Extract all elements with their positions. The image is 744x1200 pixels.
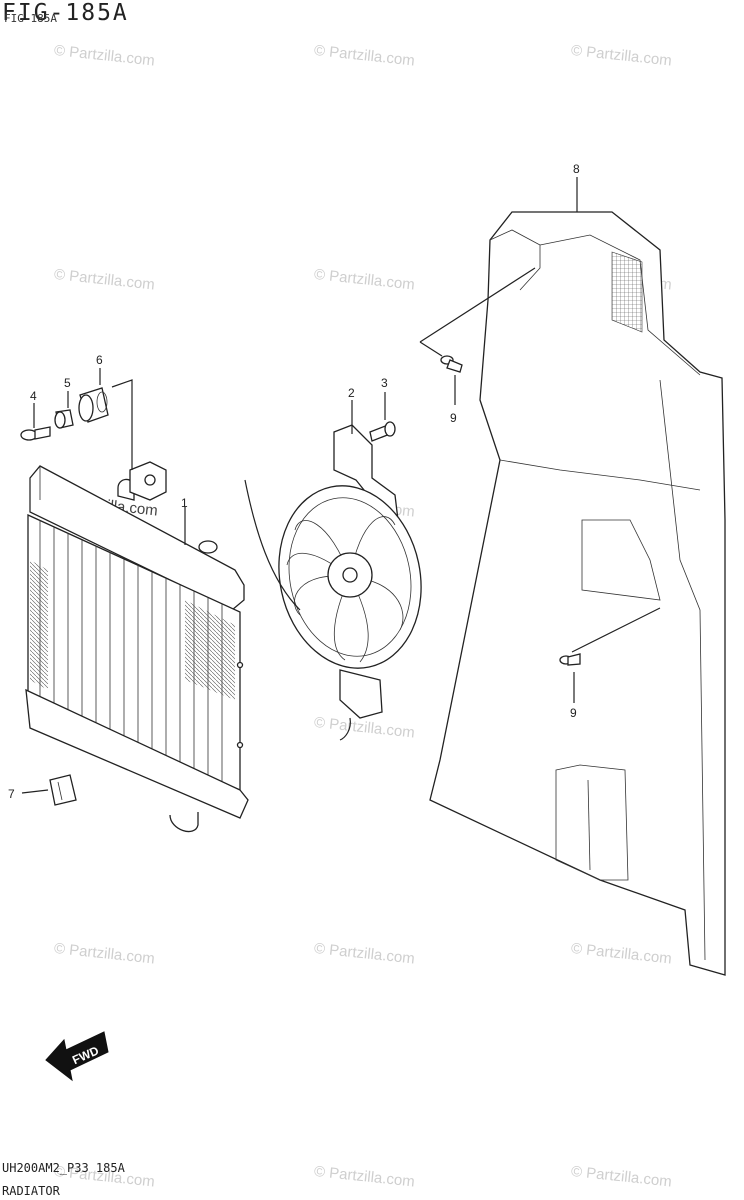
screw-part-9-lower[interactable]	[559, 653, 581, 666]
figure-title-overlay: FIG-185A	[4, 12, 57, 25]
callout-2: 2	[348, 386, 355, 400]
bolt-part-4[interactable]	[20, 426, 51, 441]
grommet-part-6[interactable]	[78, 387, 109, 423]
callout-8: 8	[573, 162, 580, 176]
callout-3: 3	[381, 376, 388, 390]
callout-1: 1	[181, 496, 188, 510]
fwd-arrow-icon: FWD	[45, 1031, 109, 1082]
screw-part-9-upper[interactable]	[440, 355, 463, 373]
cooling-fan-assembly[interactable]	[244, 424, 438, 741]
model-code: UH200AM2_P33 185A	[2, 1161, 125, 1175]
bolt-part-3[interactable]	[369, 421, 396, 442]
leader-lines	[21, 177, 661, 794]
collar-part-5[interactable]	[54, 409, 74, 429]
radiator-shroud[interactable]	[429, 211, 726, 976]
clip-part-7[interactable]	[49, 774, 77, 806]
callout-7: 7	[8, 787, 15, 801]
callout-6: 6	[96, 353, 103, 367]
callout-5: 5	[64, 376, 71, 390]
section-name: RADIATOR	[2, 1184, 60, 1198]
radiator[interactable]	[25, 461, 249, 833]
figure-title: FIG-185A	[2, 0, 129, 26]
callout-9-upper: 9	[450, 411, 457, 425]
callout-4: 4	[30, 389, 37, 403]
callout-9-lower: 9	[570, 706, 577, 720]
